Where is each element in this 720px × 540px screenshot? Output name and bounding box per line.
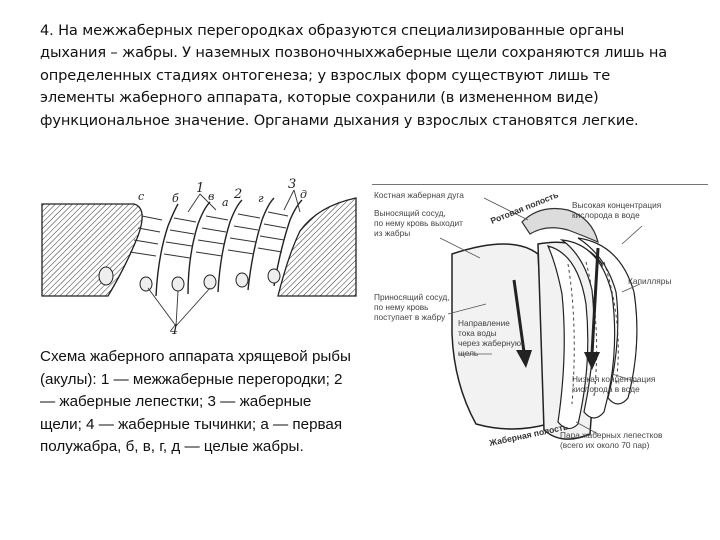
label-capillaries: Капилляры: [628, 276, 671, 286]
label-a: а: [222, 196, 229, 209]
label-efferent-1: Выносящий сосуд,: [374, 208, 446, 218]
intro-paragraph: 4. На межжаберных перегородках образуютс…: [40, 22, 668, 129]
diagram-caption: Схема жаберного аппарата хрящевой рыбы (…: [40, 348, 351, 456]
label-pair-2: (всего их около 70 пар): [560, 440, 650, 450]
label-efferent-2: по нему кровь выходит: [374, 218, 463, 228]
label-bone-arch: Костная жаберная дуга: [374, 190, 464, 200]
label-b: б: [172, 192, 179, 205]
label-2: 2: [233, 187, 242, 202]
label-d: д: [300, 188, 307, 201]
label-low-conc-2: кислорода в воде: [572, 384, 640, 394]
label-4: 4: [169, 323, 178, 336]
shark-gill-diagram: 1 2 3 4 с б в а г д: [41, 177, 357, 336]
label-high-conc-2: кислорода в воде: [572, 210, 640, 220]
label-low-conc-1: Низкая концентрация: [572, 374, 655, 384]
label-afferent-3: поступает в жабру: [374, 312, 446, 322]
label-efferent-3: из жабры: [374, 228, 410, 238]
label-g: г: [258, 192, 264, 205]
label-s: с: [138, 190, 144, 203]
label-afferent-1: Приносящий сосуд,: [374, 292, 449, 302]
gill-structure-diagram: Костная жаберная дуга Ротовая полость Вы…: [372, 184, 708, 450]
label-flow-2: тока воды: [458, 328, 497, 338]
label-3: 3: [288, 177, 296, 192]
label-1: 1: [196, 181, 204, 196]
label-flow-4: щель: [458, 348, 478, 358]
label-flow-3: через жаберную: [458, 338, 521, 348]
label-high-conc-1: Высокая концентрация: [572, 200, 661, 210]
label-flow-1: Направление: [458, 318, 510, 328]
label-v: в: [208, 190, 214, 203]
label-afferent-2: по нему кровь: [374, 302, 428, 312]
label-pair-1: Пара жаберных лепестков: [560, 430, 663, 440]
